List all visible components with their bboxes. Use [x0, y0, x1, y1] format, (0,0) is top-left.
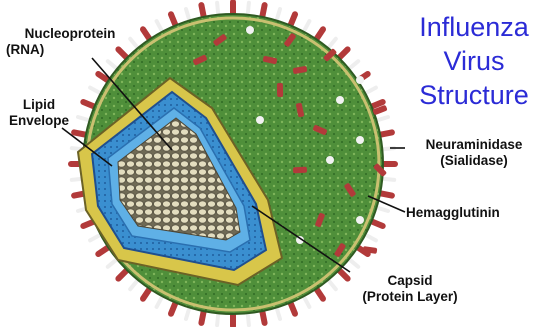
neuraminidase-marker [246, 26, 254, 34]
title-line-2: Virus [410, 44, 538, 78]
neuraminidase-marker [326, 156, 334, 164]
label-neuraminidase-line1: Neuraminidase [404, 137, 544, 153]
neuraminidase-marker [356, 216, 364, 224]
hemagglutinin-marker [293, 167, 307, 174]
title-line-1: Influenza [410, 10, 538, 44]
diagram-title: Influenza Virus Structure [410, 10, 538, 112]
neuraminidase-marker [336, 96, 344, 104]
label-capsid: Capsid (Protein Layer) [346, 273, 474, 305]
label-neuraminidase-line2: (Sialidase) [404, 153, 544, 169]
label-capsid-line2: (Protein Layer) [346, 289, 474, 305]
label-hemagglutinin-line1: Hemagglutinin [406, 205, 542, 221]
label-capsid-line1: Capsid [346, 273, 474, 289]
hemagglutinin-marker [277, 83, 283, 97]
label-lipid-envelope-line1: Lipid [4, 97, 74, 113]
neuraminidase-marker [356, 76, 364, 84]
label-nucleoprotein-line2: (RNA) [4, 42, 136, 58]
label-lipid-envelope-line2: Envelope [4, 113, 74, 129]
neuraminidase-marker [256, 116, 264, 124]
neuraminidase-marker [356, 136, 364, 144]
title-line-3: Structure [410, 78, 538, 112]
label-nucleoprotein-line1: Nucleoprotein [4, 26, 136, 42]
label-lipid-envelope: Lipid Envelope [4, 97, 74, 129]
label-hemagglutinin: Hemagglutinin [406, 205, 542, 221]
label-nucleoprotein: Nucleoprotein (RNA) [4, 26, 136, 58]
label-neuraminidase: Neuraminidase (Sialidase) [404, 137, 544, 169]
